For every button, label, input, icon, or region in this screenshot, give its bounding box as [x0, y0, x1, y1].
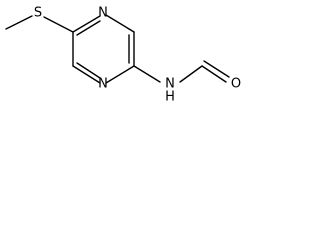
bond-methyl-sulfur: [5, 15, 33, 30]
atom-sulfur: S: [34, 6, 42, 21]
chemical-structure: S N N N H O: [5, 6, 241, 105]
bond-c2-n1-double: [76, 20, 101, 36]
bond-carbonyl-oxygen-double: [203, 60, 230, 78]
atom-nitrogen-top: N: [98, 6, 108, 21]
bond-c4-n3: [72, 65, 101, 84]
bond-n1-c6: [105, 14, 135, 33]
atom-labels: S N N N H O: [34, 6, 241, 105]
bond-c5-nh: [133, 65, 161, 83]
bond-sulfur-c2: [43, 16, 74, 33]
bond-c5-c4: [105, 65, 135, 84]
bond-c4-n3-double: [76, 62, 101, 79]
atom-nitrogen-amide: N: [165, 77, 175, 92]
bond-carbonyl-oxygen: [201, 65, 227, 83]
atom-hydrogen-amide: H: [165, 90, 175, 105]
bond-c2-n1: [72, 15, 101, 33]
bond-nh-carbonyl: [179, 65, 203, 83]
atom-nitrogen-bottom: N: [98, 77, 108, 92]
atom-oxygen: O: [231, 77, 241, 92]
bonds: [5, 14, 230, 84]
